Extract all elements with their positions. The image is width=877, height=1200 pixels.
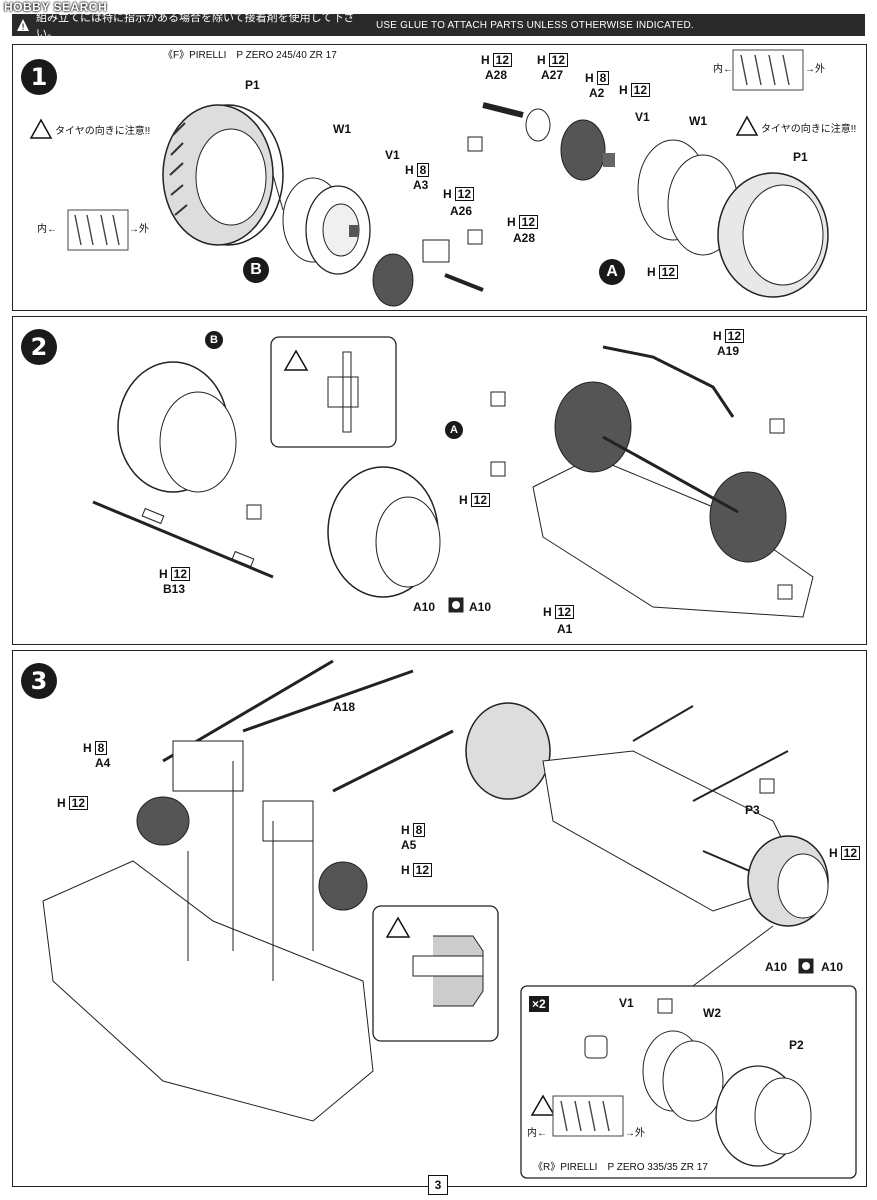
badge-a-step2: A [445, 421, 463, 439]
quantity-x2: ×2 [529, 996, 549, 1012]
part-w1b: W1 [689, 114, 707, 128]
part-p1b: P1 [793, 150, 808, 164]
warning-icon: ! [17, 19, 29, 32]
part-a26: A26 [450, 204, 473, 218]
part-v1-step3: V1 [619, 996, 634, 1010]
part-a28: A28 [513, 231, 536, 245]
part-a28b: A28 [485, 68, 508, 82]
out-label-left: →外 [129, 224, 149, 235]
header-en: USE GLUE TO ATTACH PARTS UNLESS OTHERWIS… [376, 19, 694, 31]
part-w2: W2 [703, 1006, 721, 1020]
step-number-3: 3 [21, 663, 57, 699]
part-a19: A19 [717, 344, 740, 358]
header-jp: 組み立てには特に指示がある場合を除いて接着剤を使用して下さい。 [36, 12, 355, 40]
part-a10b: A10 [469, 600, 492, 614]
part-p3: P3 [745, 803, 760, 817]
tire-direction-note-right: タイヤの向きに注意!! [761, 124, 857, 135]
step-number-2: 2 [21, 329, 57, 365]
rear-tire-spec: 《R》PIRELLI P ZERO 335/35 ZR 17 [533, 1162, 708, 1173]
part-a10-step3: A10 [765, 960, 788, 974]
in-label-left: 内← [37, 224, 57, 235]
badge-a: A [599, 259, 625, 285]
part-a10b-step3: A10 [821, 960, 844, 974]
part-a5: A5 [401, 838, 417, 852]
watermark: HOBBY SEARCH [4, 0, 108, 14]
part-v1b: V1 [635, 110, 650, 124]
step-number-1: 1 [21, 59, 57, 95]
badge-b-step2: B [205, 331, 223, 349]
front-tire-spec: 《F》PIRELLI P ZERO 245/40 ZR 17 [163, 50, 337, 61]
part-a4: A4 [95, 756, 111, 770]
in-label-right: 内← [713, 64, 733, 75]
badge-b: B [243, 257, 269, 283]
tire-direction-note-left: タイヤの向きに注意!! [55, 126, 151, 137]
out-label-right: →外 [805, 64, 825, 75]
part-a2: A2 [589, 86, 605, 100]
part-a1: A1 [557, 622, 573, 636]
part-a18: A18 [333, 700, 356, 714]
step-1-illustration [29, 49, 829, 307]
in-label-step3: 内← [527, 1128, 547, 1139]
part-a3: A3 [413, 178, 429, 192]
out-label-step3: →外 [625, 1128, 645, 1139]
svg-text:!: ! [21, 23, 25, 32]
page-number: 3 [428, 1175, 448, 1195]
step-1-panel: 1 [12, 44, 867, 311]
part-v1: V1 [385, 148, 400, 162]
part-a27: A27 [541, 68, 564, 82]
header-bar: ! 組み立てには特に指示がある場合を除いて接着剤を使用して下さい。 USE GL… [12, 12, 865, 40]
part-w1: W1 [333, 122, 351, 136]
part-b13: B13 [163, 582, 186, 596]
part-p2: P2 [789, 1038, 804, 1052]
step-2-illustration [92, 336, 814, 618]
part-a10: A10 [413, 600, 436, 614]
step-3-panel: 3 [12, 650, 867, 1187]
part-p1: P1 [245, 78, 260, 92]
step-3-illustration [42, 659, 857, 1179]
